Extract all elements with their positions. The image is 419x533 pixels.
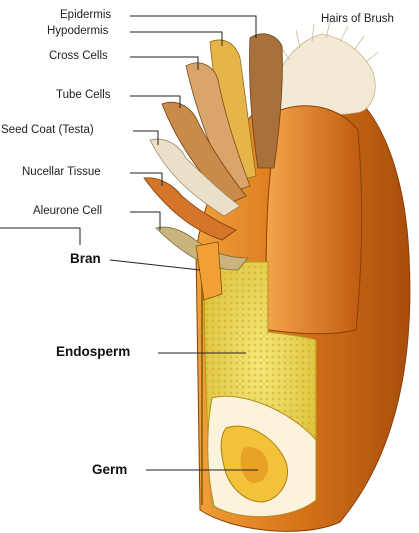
aleurone-cell-leader [130, 212, 160, 230]
bran-leader [110, 260, 200, 270]
hypodermis-leader [130, 32, 222, 46]
label-cross-cells: Cross Cells [49, 51, 108, 63]
label-hairs-of-brush: Hairs of Brush [321, 14, 394, 26]
pericarp-flap [266, 106, 361, 334]
label-aleurone-cell: Aleurone Cell [33, 206, 102, 218]
epidermis-leader [130, 16, 256, 38]
label-nucellar-tissue: Nucellar Tissue [22, 167, 101, 179]
brush-hairs [272, 34, 375, 115]
label-germ: Germ [92, 463, 127, 477]
label-epidermis: Epidermis [60, 10, 111, 22]
aleurone-bracket [0, 228, 80, 245]
label-hypodermis: Hypodermis [47, 26, 108, 38]
label-tube-cells: Tube Cells [56, 90, 111, 102]
label-seed-coat: Seed Coat (Testa) [1, 125, 94, 137]
label-endosperm: Endosperm [56, 345, 130, 359]
label-bran: Bran [70, 252, 101, 266]
